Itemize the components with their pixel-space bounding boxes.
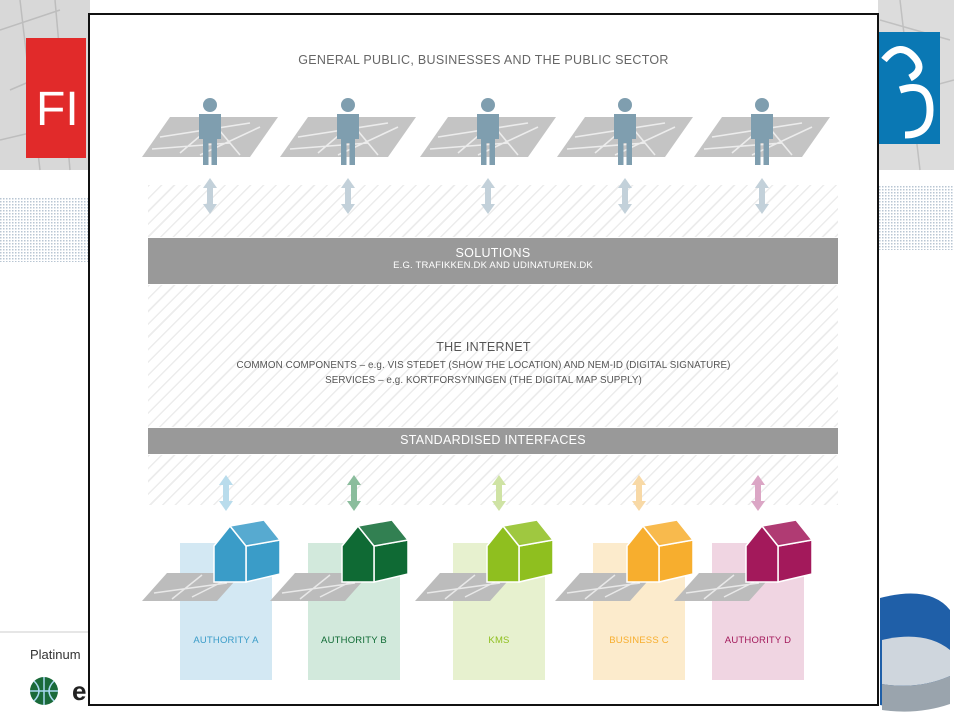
internet-block: THE INTERNET COMMON COMPONENTS – e.g. VI…	[90, 340, 877, 388]
double-arrow-icon-bottom-2	[347, 475, 361, 511]
internet-line-components: COMMON COMPONENTS – e.g. VIS STEDET (SHO…	[236, 360, 731, 371]
house-icon-2	[341, 519, 410, 583]
dotted-band-left	[0, 197, 90, 262]
internet-line-services: SERVICES – e.g. KORTFORSYNINGEN (THE DIG…	[325, 375, 642, 386]
house-icon-5	[745, 519, 814, 583]
house-icon-1	[213, 519, 282, 583]
house-icon-3	[486, 519, 555, 583]
authority-label-business-c: BUSINESS C	[609, 635, 669, 646]
authority-label-a: AUTHORITY A	[193, 635, 259, 646]
authority-label-d: AUTHORITY D	[724, 635, 792, 646]
double-arrow-icon-top-3	[481, 178, 495, 214]
hatch-band-bottom	[148, 455, 838, 505]
double-arrow-icon-bottom-3	[492, 475, 506, 511]
fig-logo	[26, 38, 86, 158]
diagram-title: GENERAL PUBLIC, BUSINESSES AND THE PUBLI…	[298, 53, 669, 67]
footer-logo-letter: e	[72, 676, 86, 706]
diagram-graphics	[141, 98, 831, 602]
authority-label-kms: KMS	[488, 635, 510, 646]
double-arrow-icon-top-5	[755, 178, 769, 214]
double-arrow-icon-top-4	[618, 178, 632, 214]
double-arrow-icon-bottom-5	[751, 475, 765, 511]
hatch-band-middle	[148, 285, 838, 427]
house-icon-4	[626, 519, 695, 583]
double-arrow-icon-bottom-1	[219, 475, 233, 511]
authority-label-b: AUTHORITY B	[321, 635, 387, 646]
bottom-layer	[141, 475, 814, 602]
interfaces-title: STANDARDISED INTERFACES	[400, 433, 586, 447]
interfaces-bar: STANDARDISED INTERFACES	[148, 428, 838, 454]
double-arrow-icon-top-1	[203, 178, 217, 214]
top-maps-layer	[141, 98, 831, 214]
diagram-panel: GENERAL PUBLIC, BUSINESSES AND THE PUBLI…	[88, 13, 879, 706]
fig-logo-text: FI	[36, 83, 79, 136]
hatch-band-top	[148, 185, 838, 237]
double-arrow-icon-bottom-4	[632, 475, 646, 511]
dotted-band-right	[878, 185, 954, 250]
solutions-title: SOLUTIONS	[455, 246, 531, 260]
solutions-subtitle: E.G. TRAFIKKEN.DK AND UDINATUREN.DK	[393, 260, 593, 271]
internet-title: THE INTERNET	[436, 340, 531, 354]
solutions-bar: SOLUTIONS E.G. TRAFIKKEN.DK AND UDINATUR…	[148, 238, 838, 284]
double-arrow-icon-top-2	[341, 178, 355, 214]
footer-platinum-text: Platinum	[30, 647, 81, 662]
